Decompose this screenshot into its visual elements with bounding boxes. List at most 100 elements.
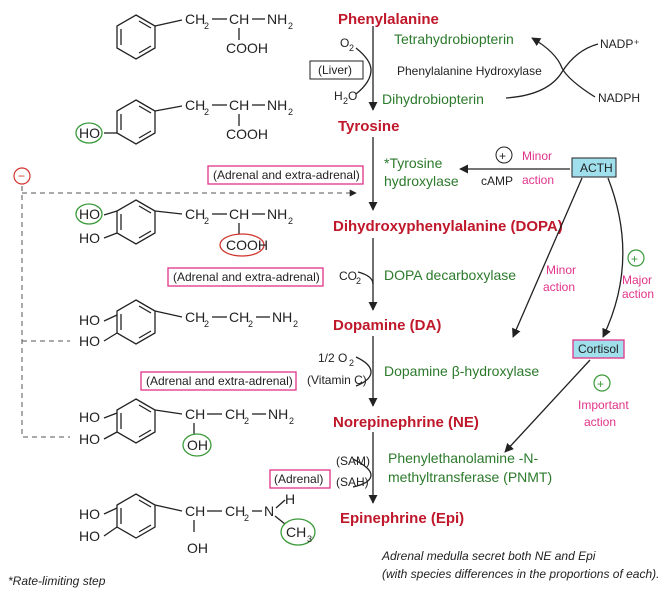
tyrosine-structure: HO CH 2 CH NH 2 COOH xyxy=(75,97,293,145)
dopa-nh2: NH xyxy=(267,206,287,222)
step1-dihydrobiopterin: Dihydrobiopterin xyxy=(382,91,484,107)
cortisol-label: Cortisol xyxy=(578,342,619,356)
ne-nh2: NH xyxy=(268,406,288,422)
o2-h2o-curve xyxy=(355,47,372,95)
step4-location-box xyxy=(140,371,297,391)
note-medulla-line2: (with species differences in the proport… xyxy=(382,567,659,581)
biopterin-recycle-up xyxy=(505,43,599,99)
tyr-ho: HO xyxy=(79,125,100,141)
tyr-ch: CH xyxy=(229,97,249,113)
step2-plus: + xyxy=(499,149,506,163)
step2-enzyme-line1: *Tyrosine xyxy=(384,155,443,171)
epi-ch: CH xyxy=(185,503,205,519)
da-ho1: HO xyxy=(79,312,100,328)
dopa-ho2: HO xyxy=(79,230,100,246)
tyr-cooh: COOH xyxy=(226,126,268,142)
feedback-ne-line xyxy=(21,186,70,438)
cortisol-important-line2: action xyxy=(584,415,616,429)
liver-box xyxy=(309,60,364,80)
step2-camp: cAMP xyxy=(481,174,513,188)
step4-enzyme: Dopamine β-hydroxylase xyxy=(384,363,539,379)
dopa-nh2-sub: 2 xyxy=(288,216,293,226)
compound-tyrosine: Tyrosine xyxy=(338,118,399,135)
step5-sam: (SAM) xyxy=(336,454,370,468)
da-nh2-sub: 2 xyxy=(293,319,298,329)
step2-location: (Adrenal and extra-adrenal) xyxy=(213,168,360,182)
step4-location: (Adrenal and extra-adrenal) xyxy=(146,374,293,388)
phe-ch: CH xyxy=(229,11,249,27)
important-plus-circle xyxy=(593,374,611,392)
acth-box xyxy=(571,157,617,178)
phe-nh2-sub: 2 xyxy=(288,21,293,31)
note-rate-limiting: *Rate-limiting step xyxy=(8,574,106,588)
ne-ch: CH xyxy=(185,406,205,422)
epi-h: H xyxy=(285,491,295,507)
step3-co2-sub: 2 xyxy=(356,276,361,286)
acth-minor-line1: Minor xyxy=(546,263,576,277)
acth-major-plus: + xyxy=(631,252,638,266)
cortisol-box xyxy=(572,339,625,359)
dopa-structure: HO HO CH 2 CH NH 2 COOH xyxy=(75,199,293,257)
step1-o2: O xyxy=(340,36,349,50)
compound-phenylalanine: Phenylalanine xyxy=(338,11,439,28)
compound-norepinephrine: Norepinephrine (NE) xyxy=(333,414,479,431)
da-ch2a: CH xyxy=(185,309,205,325)
epi-oh: OH xyxy=(187,540,208,556)
phe-cooh: COOH xyxy=(226,40,268,56)
ne-ch2-sub: 2 xyxy=(244,416,249,426)
co2-curve xyxy=(357,271,374,285)
step4-o2-sub: 2 xyxy=(349,358,354,368)
step1-h2o-h: H xyxy=(334,89,343,103)
acth-major-line1: Major xyxy=(622,273,652,287)
cortisol-plus: + xyxy=(597,377,604,391)
compound-epinephrine: Epinephrine (Epi) xyxy=(340,510,464,527)
ne-oh: OH xyxy=(187,437,208,453)
acth-minor-to-dbh-arrow xyxy=(512,177,583,338)
step4-o2: 1/2 O xyxy=(318,351,347,365)
acth-to-cortisol-arrow xyxy=(602,177,624,338)
norepinephrine-structure: HO HO CH CH 2 NH 2 OH xyxy=(79,398,294,457)
epi-ch3: CH xyxy=(286,524,306,540)
major-plus-circle xyxy=(627,249,645,267)
step1-o2-sub: 2 xyxy=(349,43,354,53)
note-medulla-line1: Adrenal medulla secret both NE and Epi xyxy=(381,549,596,563)
step1-nadp: NADP⁺ xyxy=(600,37,640,51)
cortisol-important-line1: Important xyxy=(578,398,629,412)
step2-plus-circle xyxy=(495,146,513,164)
sam-sah-curve xyxy=(352,458,372,488)
biopterin-recycle-arrow xyxy=(531,37,596,98)
tyr-ch2-sub: 2 xyxy=(204,107,209,117)
step3-location: (Adrenal and extra-adrenal) xyxy=(173,270,320,284)
step2-location-box xyxy=(207,165,364,185)
epi-ch3-sub: 3 xyxy=(307,534,312,544)
phe-ch2: CH xyxy=(185,11,205,27)
step3-location-box xyxy=(167,267,324,287)
step5-location-box xyxy=(269,469,331,489)
da-ho2: HO xyxy=(79,333,100,349)
dopa-ho1: HO xyxy=(79,206,100,222)
step1-enzyme: Phenylalanine Hydroxylase xyxy=(397,64,542,78)
step1-h2o-sub: 2 xyxy=(343,96,348,106)
dopa-ch2-sub: 2 xyxy=(204,216,209,226)
ne-ho1: HO xyxy=(79,409,100,425)
step3-co2: CO xyxy=(339,269,357,283)
compound-dopa: Dihydroxyphenylalanine (DOPA) xyxy=(333,218,563,235)
epinephrine-structure: HO HO CH CH 2 N H CH 3 OH xyxy=(79,491,316,556)
compound-dopamine: Dopamine (DA) xyxy=(333,317,441,334)
phe-ch2-sub: 2 xyxy=(204,21,209,31)
step1-liver: (Liver) xyxy=(318,63,352,77)
phenylalanine-structure: CH 2 CH NH 2 COOH xyxy=(116,11,293,60)
dopa-cooh: COOH xyxy=(226,237,268,253)
step3-enzyme: DOPA decarboxylase xyxy=(384,267,516,283)
step4-vitc: (Vitamin C) xyxy=(307,373,367,387)
epi-n: N xyxy=(264,503,274,519)
ne-nh2-sub: 2 xyxy=(289,416,294,426)
epi-ho2: HO xyxy=(79,528,100,544)
step2-minor-line2: action xyxy=(522,173,554,187)
step5-location: (Adrenal) xyxy=(274,472,323,486)
epi-ho1: HO xyxy=(79,506,100,522)
tyr-ch2: CH xyxy=(185,97,205,113)
acth-label: ACTH xyxy=(580,161,613,175)
